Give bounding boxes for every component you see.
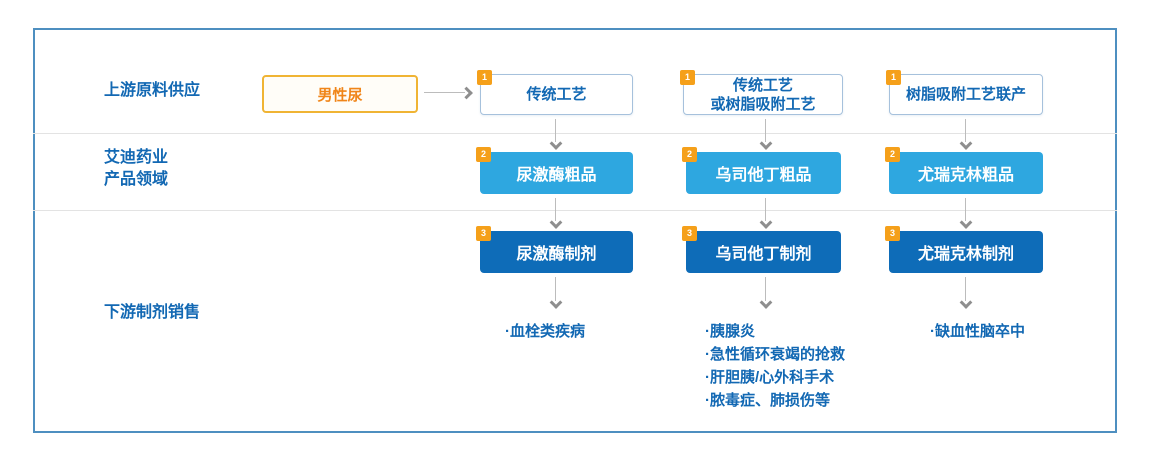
row-label-upstream: 上游原料供应 <box>104 82 201 99</box>
arrow-down-icon <box>548 119 564 150</box>
arrow-down-icon <box>958 119 974 150</box>
process-label: 传统工艺 <box>526 86 587 103</box>
formulation-box-urokinase: 3 尿激酶制剂 <box>476 226 633 273</box>
arrow-down-icon <box>758 119 774 150</box>
formulation-box-ulinastatin: 3 乌司他丁制剂 <box>682 226 841 273</box>
process-label-line2: 或树脂吸附工艺 <box>710 95 816 113</box>
crude-product-label: 尿激酶粗品 <box>516 167 597 184</box>
indications-list: ·胰腺炎 ·急性循环衰竭的抢救 ·肝胆胰/心外科手术 ·脓毒症、肺损伤等 <box>705 320 845 412</box>
process-box-kallidinogenase: 1 树脂吸附工艺联产 <box>886 70 1043 115</box>
crude-product-label: 尤瑞克林粗品 <box>917 167 1014 184</box>
source-box-male-urine: 男性尿 <box>262 75 418 113</box>
row-label-company-products: 艾迪药业 产品领域 <box>104 147 168 191</box>
formulation-label: 乌司他丁制剂 <box>715 246 812 263</box>
indications-list: ·血栓类疾病 <box>505 320 585 343</box>
step-badge: 1 <box>477 70 492 85</box>
formulation-label: 尿激酶制剂 <box>516 246 597 263</box>
crude-product-box-urokinase: 2 尿激酶粗品 <box>476 147 633 194</box>
step-badge: 1 <box>886 70 901 85</box>
arrow-down-icon <box>758 198 774 229</box>
indication-item: ·急性循环衰竭的抢救 <box>705 346 845 363</box>
crude-product-box-ulinastatin: 2 乌司他丁粗品 <box>682 147 841 194</box>
step-badge: 1 <box>680 70 695 85</box>
indication-item: ·脓毒症、肺损伤等 <box>705 392 830 409</box>
indication-item: ·缺血性脑卒中 <box>930 323 1025 340</box>
row-divider-bottom <box>33 210 1117 211</box>
arrow-down-icon <box>958 198 974 229</box>
formulation-box-kallidinogenase: 3 尤瑞克林制剂 <box>885 226 1043 273</box>
crude-product-box-kallidinogenase: 2 尤瑞克林粗品 <box>885 147 1043 194</box>
process-box-ulinastatin: 1 传统工艺 或树脂吸附工艺 <box>680 70 843 115</box>
process-label: 树脂吸附工艺联产 <box>905 86 1026 103</box>
step-badge: 2 <box>476 147 491 162</box>
process-box-urokinase: 1 传统工艺 <box>477 70 633 115</box>
indication-item: ·肝胆胰/心外科手术 <box>705 369 835 386</box>
arrow-right-icon <box>424 85 473 101</box>
arrow-down-icon <box>548 277 564 309</box>
step-badge: 3 <box>476 226 491 241</box>
step-badge: 2 <box>885 147 900 162</box>
row-label-company-line1: 艾迪药业 <box>104 149 169 166</box>
process-label-line1: 传统工艺 <box>732 76 793 94</box>
step-badge: 2 <box>682 147 697 162</box>
formulation-label: 尤瑞克林制剂 <box>917 246 1014 263</box>
row-divider-top <box>33 133 1117 134</box>
row-label-downstream: 下游制剂销售 <box>104 304 201 321</box>
step-badge: 3 <box>885 226 900 241</box>
arrow-down-icon <box>758 277 774 309</box>
indication-item: ·血栓类疾病 <box>505 323 585 340</box>
indications-list: ·缺血性脑卒中 <box>930 320 1025 343</box>
indication-item: ·胰腺炎 <box>705 323 755 340</box>
crude-product-label: 乌司他丁粗品 <box>715 167 812 184</box>
arrow-down-icon <box>548 198 564 229</box>
row-label-company-line2: 产品领域 <box>104 171 169 188</box>
arrow-down-icon <box>958 277 974 309</box>
step-badge: 3 <box>682 226 697 241</box>
